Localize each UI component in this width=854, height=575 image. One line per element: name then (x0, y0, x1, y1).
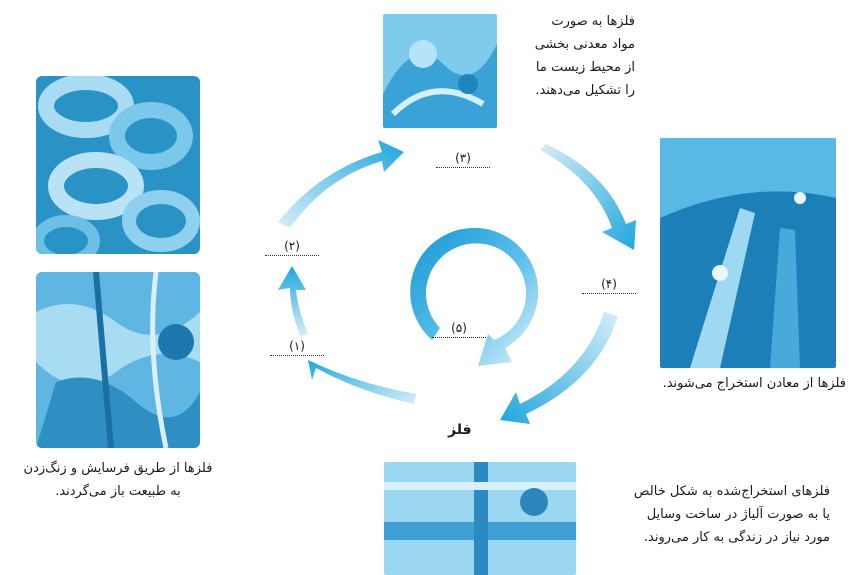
metal-label: فلز (448, 422, 472, 438)
caption-minerals-line: را تشکیل می‌دهند. (535, 83, 635, 98)
arrow-upward (278, 266, 308, 336)
arrow-to-minerals (278, 140, 404, 228)
center-cycle-ring (410, 227, 539, 366)
alloy-photo (384, 462, 576, 575)
minerals-photo (383, 14, 497, 128)
step-label-3: (۳) (436, 150, 490, 168)
caption-minerals-line: از محیط زیست ما (535, 60, 635, 75)
mine-photo (660, 138, 836, 368)
caption-alloys-line: یا به صورت آلیاژ در ساخت وسایل (646, 507, 830, 522)
rust-photo (36, 272, 200, 448)
arrow-from-metal (308, 360, 416, 404)
caption-mines-line: فلزها از معادن استخراج می‌شوند. (662, 376, 846, 391)
chain-photo (36, 76, 200, 254)
step-label-1: (۱) (270, 338, 324, 356)
caption-minerals-line: فلزها به صورت (551, 14, 635, 29)
caption-minerals-line: مواد معدنی بخشی (534, 37, 635, 52)
step-label-5: (۵) (432, 320, 486, 338)
arrow-to-metal (500, 312, 618, 424)
arrow-to-mines (540, 144, 636, 250)
caption-mines: فلزها از معادن استخراج می‌شوند. (636, 372, 846, 395)
caption-corrosion-line: فلزها از طریق فرسایش و زنگ‌زدن (23, 461, 213, 476)
step-label-4: (۴) (582, 276, 636, 294)
caption-corrosion: فلزها از طریق فرسایش و زنگ‌زدن به طبیعت … (4, 457, 232, 503)
caption-minerals: فلزها به صورت مواد معدنی بخشی از محیط زی… (505, 10, 635, 102)
step-label-2: (۲) (265, 238, 319, 256)
caption-alloys-line: فلزهای استخراج‌شده به شکل خالص (633, 484, 830, 499)
caption-alloys-line: مورد نیاز در زندگی به کار می‌روند. (643, 530, 830, 545)
caption-corrosion-line: به طبیعت باز می‌گردند. (55, 484, 181, 499)
caption-alloys: فلزهای استخراج‌شده به شکل خالص یا به صور… (590, 480, 830, 549)
